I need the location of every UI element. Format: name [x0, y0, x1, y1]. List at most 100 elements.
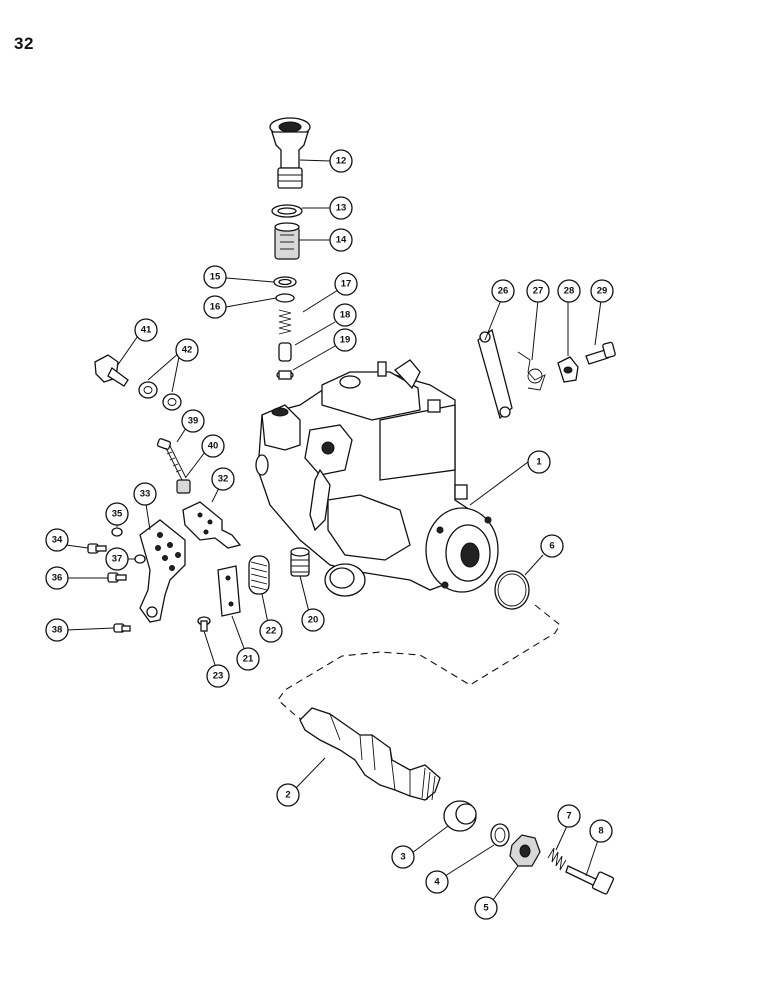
- nut-5: [509, 834, 541, 867]
- callout-3: 3: [391, 845, 415, 869]
- callout-4: 4: [425, 870, 449, 894]
- piston-18: [278, 342, 292, 362]
- callout-label-1: 1: [536, 457, 542, 468]
- callout-label-42: 42: [182, 345, 193, 356]
- callout-label-6: 6: [549, 541, 554, 552]
- callout-37: 37: [105, 547, 129, 571]
- bracket-32: [182, 501, 242, 549]
- washer-35: [111, 527, 123, 537]
- spacer-3: [443, 800, 477, 832]
- callout-label-34: 34: [52, 535, 63, 546]
- callout-label-26: 26: [498, 286, 509, 297]
- callout-label-17: 17: [341, 279, 352, 290]
- o-ring-6: [494, 570, 530, 610]
- callout-14: 14: [329, 228, 353, 252]
- callout-label-27: 27: [533, 286, 544, 297]
- callout-label-2: 2: [285, 790, 290, 801]
- callout-20: 20: [301, 608, 325, 632]
- callout-label-14: 14: [336, 235, 347, 246]
- callout-23: 23: [206, 664, 230, 688]
- callout-6: 6: [540, 534, 564, 558]
- leader-lines: [65, 159, 602, 901]
- spring-clip-27: [517, 351, 546, 391]
- callout-41: 41: [134, 318, 158, 342]
- callout-label-8: 8: [598, 826, 603, 837]
- lever-26: [477, 328, 513, 420]
- callout-40: 40: [201, 434, 225, 458]
- callout-label-22: 22: [266, 626, 277, 637]
- callout-36: 36: [45, 566, 69, 590]
- callout-13: 13: [329, 196, 353, 220]
- callout-label-16: 16: [210, 302, 221, 313]
- callout-label-20: 20: [308, 615, 319, 626]
- callout-label-38: 38: [52, 625, 63, 636]
- screw-23: [197, 616, 211, 632]
- washer-15: [273, 276, 297, 288]
- callout-1: 1: [527, 450, 551, 474]
- callout-label-39: 39: [188, 416, 199, 427]
- callout-label-13: 13: [336, 203, 347, 214]
- callout-26: 26: [491, 279, 515, 303]
- screw-8: [565, 865, 615, 895]
- callout-22: 22: [259, 619, 283, 643]
- screw-38: [113, 623, 131, 633]
- screw-29: [585, 341, 616, 365]
- callout-19: 19: [333, 328, 357, 352]
- screw-36: [107, 572, 127, 583]
- callout-label-18: 18: [340, 310, 351, 321]
- callout-2: 2: [276, 783, 300, 807]
- callout-label-36: 36: [52, 573, 63, 584]
- screw-34: [87, 543, 107, 554]
- valve-19: [276, 370, 294, 380]
- callout-label-33: 33: [140, 489, 151, 500]
- shaft-connection-dashed-line: [277, 604, 561, 723]
- callout-21: 21: [236, 647, 260, 671]
- callout-12: 12: [329, 149, 353, 173]
- callout-label-4: 4: [434, 877, 440, 888]
- injection-pump-housing-1: [255, 359, 499, 597]
- callout-42: 42: [175, 338, 199, 362]
- filter-20: [290, 547, 310, 577]
- spring-17: [278, 309, 292, 335]
- o-ring-16: [275, 293, 295, 303]
- callout-32: 32: [211, 467, 235, 491]
- callout-33: 33: [133, 482, 157, 506]
- spring-22: [248, 555, 270, 595]
- callout-label-37: 37: [112, 554, 123, 565]
- screw-39: [156, 438, 187, 481]
- delivery-valve-holder-12: [269, 117, 311, 189]
- callout-label-12: 12: [336, 156, 347, 167]
- callout-18: 18: [333, 303, 357, 327]
- callout-38: 38: [45, 618, 69, 642]
- callout-label-15: 15: [210, 272, 221, 283]
- callout-7: 7: [557, 804, 581, 828]
- callout-28: 28: [557, 279, 581, 303]
- callout-label-32: 32: [218, 474, 229, 485]
- callout-35: 35: [105, 502, 129, 526]
- banjo-bolt-41: [94, 354, 129, 387]
- callout-17: 17: [334, 272, 358, 296]
- callout-label-5: 5: [483, 903, 489, 914]
- washers-42: [138, 381, 182, 411]
- callout-label-23: 23: [213, 671, 224, 682]
- snap-ring-4: [490, 823, 510, 847]
- callout-8: 8: [589, 819, 613, 843]
- plate-21: [217, 565, 241, 617]
- spring-7: [547, 847, 567, 871]
- callout-29: 29: [590, 279, 614, 303]
- callout-15: 15: [203, 265, 227, 289]
- callout-label-40: 40: [208, 441, 219, 452]
- callout-label-35: 35: [112, 509, 123, 520]
- callout-label-28: 28: [564, 286, 575, 297]
- nut-40: [176, 479, 191, 494]
- callout-label-29: 29: [597, 286, 608, 297]
- callout-label-7: 7: [566, 811, 571, 822]
- drive-shaft-2: [299, 707, 441, 801]
- callout-16: 16: [203, 295, 227, 319]
- callout-27: 27: [526, 279, 550, 303]
- page-number: 32: [14, 34, 34, 53]
- bushing-28: [557, 356, 579, 383]
- callout-34: 34: [45, 528, 69, 552]
- callout-label-41: 41: [141, 325, 152, 336]
